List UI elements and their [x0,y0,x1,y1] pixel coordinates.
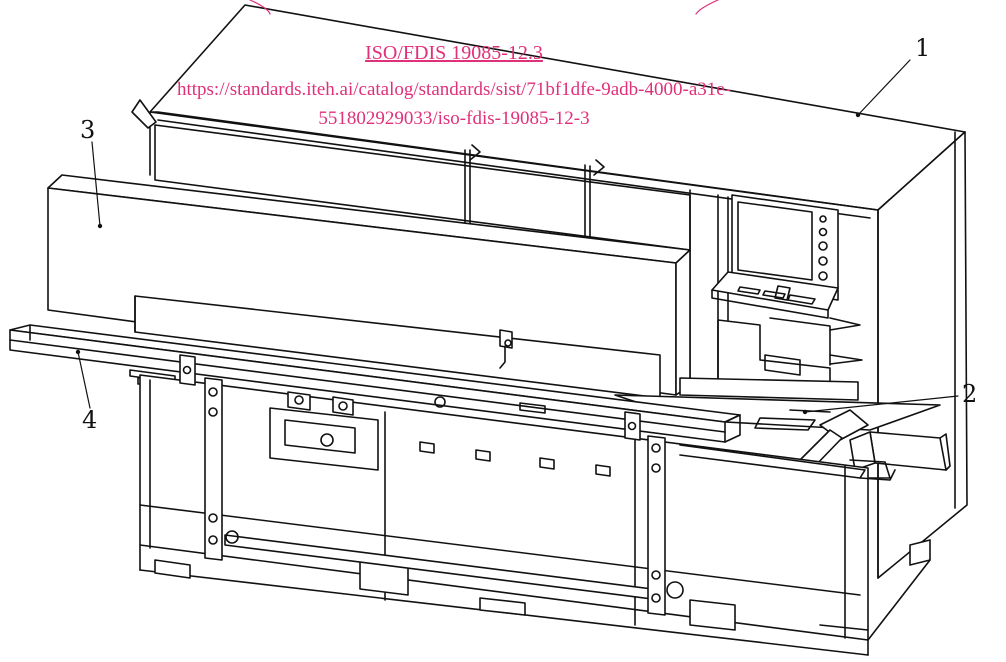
worktable [614,377,951,499]
leader-lines [77,59,959,413]
indicator-light-2 [818,227,828,237]
leader-line-3 [91,141,101,227]
watermark-line-3: 551802929033/iso-fdis-19085-12-3 [318,108,589,129]
watermark-line-2: https://standards.iteh.ai/catalog/standa… [177,79,731,100]
support-legs [179,354,666,616]
indicator-light-1 [819,215,827,223]
indicator-light-5 [818,271,828,281]
leader-line-2 [804,395,959,413]
control-panel [631,194,863,393]
callout-3: 3 [80,116,95,144]
callout-1: 1 [915,34,930,62]
callout-4: 4 [82,406,97,434]
callout-2: 2 [962,380,977,408]
watermark-line-1: ISO/FDIS 19085-12.3 [365,42,543,64]
base-frame [139,374,931,656]
indicator-light-4 [818,256,828,266]
front-hood [47,174,691,399]
leader-line-4 [77,351,91,409]
leader-line-1 [857,59,911,116]
indicator-light-3 [818,241,828,251]
watermark: ISO/FDIS 19085-12.3 https://standards.it… [177,0,731,129]
